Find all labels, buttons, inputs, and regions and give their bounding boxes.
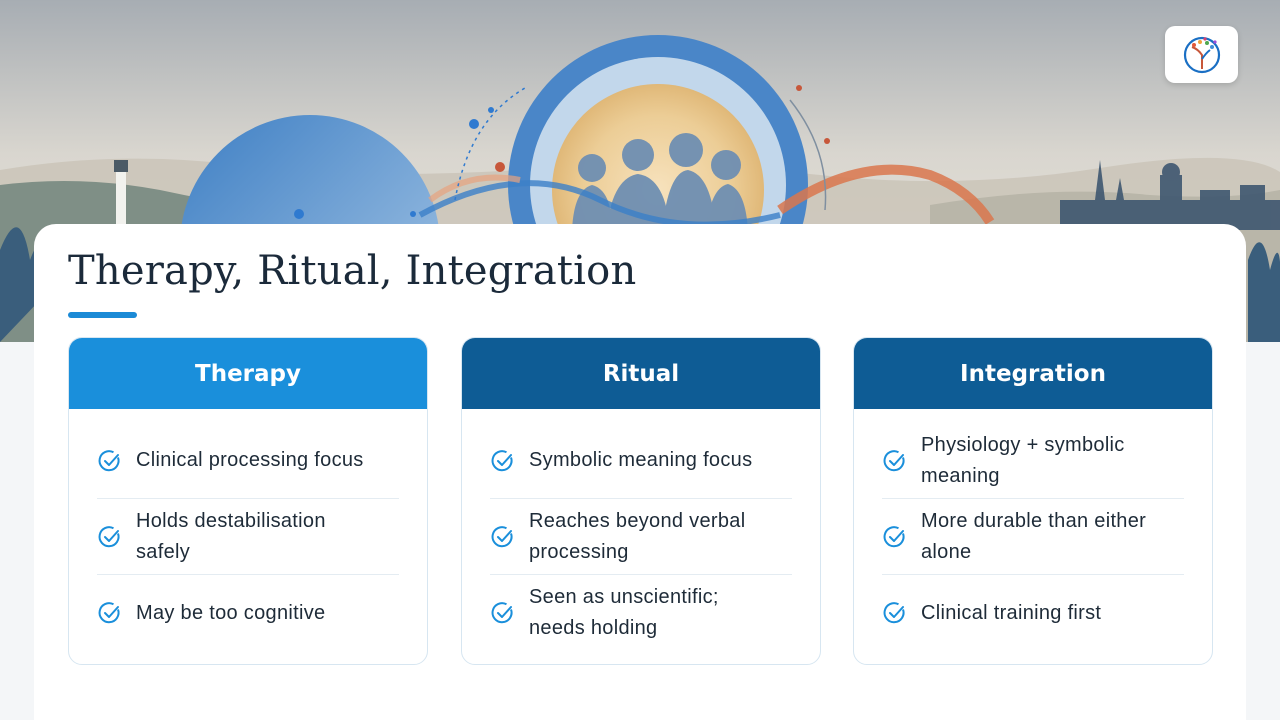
column-list: Symbolic meaning focus Reaches beyond ve…: [462, 409, 820, 651]
list-item-text: Clinical training first: [921, 601, 1102, 624]
check-circle-icon: [98, 525, 120, 547]
list-item-text: Symbolic meaning focus: [529, 449, 753, 471]
column-header: Integration: [854, 338, 1212, 409]
check-circle-icon: [98, 602, 120, 624]
list-item: Symbolic meaning focus: [490, 423, 792, 499]
check-circle-icon: [491, 602, 513, 624]
column-card-integration: Integration Physiology + symbolic meanin…: [853, 337, 1213, 665]
list-item-text: Physiology + symbolic meaning: [921, 433, 1125, 487]
list-item: Seen as unscientific; needs holding: [490, 575, 792, 651]
check-circle-icon: [98, 449, 120, 471]
check-circle-icon: [883, 449, 905, 471]
column-header: Therapy: [69, 338, 427, 409]
list-item: Clinical processing focus: [97, 423, 399, 499]
check-circle-icon: [883, 525, 905, 547]
column-card-ritual: Ritual Symbolic meaning focus Reaches be…: [461, 337, 821, 665]
list-item: May be too cognitive: [97, 575, 399, 651]
logo-badge[interactable]: [1165, 26, 1238, 83]
list-item: Clinical training first: [882, 575, 1184, 651]
list-item-text: Seen as unscientific; needs holding: [529, 586, 719, 639]
tree-leaves-logo: [1183, 36, 1220, 73]
check-circle-icon: [491, 525, 513, 547]
list-item: Holds destabilisation safely: [97, 499, 399, 575]
list-item-text: Holds destabilisation safely: [136, 509, 326, 563]
list-item: Reaches beyond verbal processing: [490, 499, 792, 575]
column-card-therapy: Therapy Clinical processing focus Holds …: [68, 337, 428, 665]
check-circle-icon: [491, 449, 513, 471]
column-list: Clinical processing focus Holds destabil…: [69, 409, 427, 651]
list-item-text: More durable than either alone: [921, 509, 1147, 563]
column-list: Physiology + symbolic meaning More durab…: [854, 409, 1212, 651]
title-underline: [68, 312, 137, 318]
list-item-text: Reaches beyond verbal processing: [529, 509, 746, 563]
list-item-text: Clinical processing focus: [136, 449, 364, 471]
list-item-text: May be too cognitive: [136, 601, 326, 624]
list-item: More durable than either alone: [882, 499, 1184, 575]
list-item: Physiology + symbolic meaning: [882, 423, 1184, 499]
column-header: Ritual: [462, 338, 820, 409]
check-circle-icon: [883, 602, 905, 624]
page-title: Therapy, Ritual, Integration: [68, 248, 637, 294]
